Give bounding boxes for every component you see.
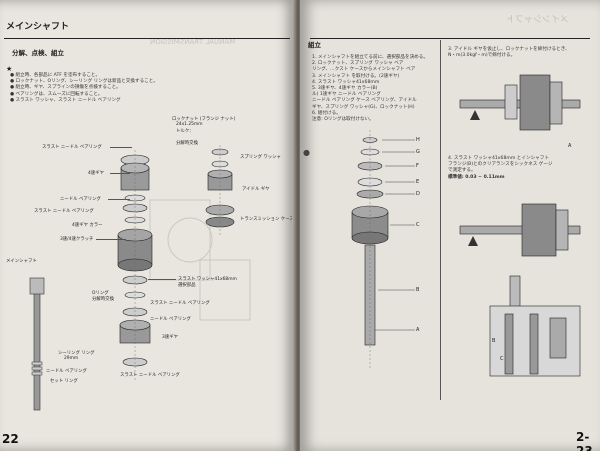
section-heading: 組立 (308, 41, 321, 49)
callout: スラスト ニードル ベアリング (42, 145, 102, 150)
page-title: メインシャフト (6, 22, 70, 32)
step: 4. スラスト ワッシャ41x68mm (312, 79, 380, 85)
callout: 分解時交換 (92, 297, 114, 302)
note-icon: ● (303, 148, 310, 157)
callout: スプリング ワッシャ (240, 155, 281, 160)
callout: スラスト ワッシャ41x68mm (178, 277, 237, 282)
callout: スラスト ニードル ベアリング (34, 209, 94, 214)
diagram-label: F (416, 163, 419, 169)
callout: ニードル ベアリング (60, 197, 101, 202)
callout: メインシャフト (6, 259, 37, 264)
callout: Oリング (92, 291, 109, 296)
callout: 4速ギヤ (88, 171, 104, 176)
left-page: MANUAL TRANSMISSION メインシャフト 分解、点検、組立 ★ ●… (0, 0, 317, 451)
callout: ニードル ベアリング (46, 369, 87, 374)
note: ● ロックナット、Oリング、シーリング リングは新品と交換すること。 (10, 79, 158, 85)
right-column-steps-bottom: 4. スラスト ワッシャ41x68mm とインシャフト フランジ(B)とのクリア… (448, 156, 596, 181)
callout: シーリング リング (58, 351, 95, 356)
right-page: メインシャフト 組立 1. メインシャフトを組立てる前に、選択部品を決める。 2… (300, 0, 600, 451)
note: ● 組立時、ギヤ、スプラインの損傷を点検すること。 (10, 85, 121, 91)
diagram-label: B (416, 287, 420, 293)
step: リング、…クスト ケースからメインシャフト ベア (312, 67, 416, 73)
step: ル) 1速ギヤ ニードル ベアリング (312, 92, 381, 98)
mainshaft-exploded-diagram (29, 145, 251, 411)
diagram-label: C (500, 356, 504, 362)
bleed-through-text: MANUAL TRANSMISSION (150, 38, 236, 46)
callout: 4速ギヤ カラー (72, 223, 103, 228)
diagram-label: B (492, 338, 496, 344)
leader-line (108, 199, 130, 200)
step: N・m(3.0kgf・m)で締付ける。 (448, 53, 516, 59)
note: ● 組立時、各部品に ATF を塗布すること。 (10, 73, 101, 78)
diagram-label: A (568, 143, 572, 149)
diagram-label: D (416, 191, 420, 197)
title-rule (4, 38, 290, 39)
callout: スラスト ニードル ベアリング (120, 373, 180, 378)
page-number: 22 (2, 432, 19, 446)
step: 3. アイドル ギヤを仮止し、ロックナットを締付けるとき、 (448, 47, 570, 52)
step: 6. 組付ける。 (312, 110, 341, 116)
callout: 分解時交換 (176, 141, 198, 146)
step: 2. ロックナット、スプリング ワッシャ ベア (312, 61, 404, 67)
assembly-diagram (351, 130, 415, 370)
note: ● ベアリングは、スムーズに回転すること。 (10, 91, 103, 97)
step: で測定する。 (448, 168, 476, 174)
diagram-label: G (416, 149, 420, 155)
diagram-label: A (416, 327, 420, 333)
note: ● スラスト ワッシャ、スラスト ニードル ベアリング (10, 97, 121, 103)
diagram-label: E (416, 179, 420, 185)
leader-line (148, 279, 176, 280)
callout: 24x1.25mm (176, 122, 203, 127)
standard-value: 標準値: 0.03 ~ 0.11mm (448, 174, 505, 180)
step: ニードル ベアリング ケース ベアリング、アイドル (312, 98, 417, 104)
leader-line (96, 239, 126, 240)
step: 4. スラスト ワッシャ41x68mm とインシャフト (448, 156, 549, 161)
diagram-label: H (416, 137, 420, 143)
step: 3. メインシャフト を取付ける。(2速ギヤ) (312, 73, 400, 79)
main-shaft (33, 289, 41, 411)
callout: トランスミッション ケース ベアリング (240, 217, 318, 222)
notes-list: ● 組立時、各部品に ATF を塗布すること。 ● ロックナット、Oリング、シー… (10, 73, 170, 104)
callout: 3速/4速クラッチ (60, 237, 94, 242)
assembly-steps: 1. メインシャフトを組立てる前に、選択部品を決める。 2. ロックナット、スプ… (312, 55, 462, 123)
step: 5. 3速ギヤ、4速ギヤ カラー(B) (312, 86, 378, 92)
section-subtitle: 分解、点検、組立 (12, 49, 64, 57)
leader-line (110, 147, 132, 148)
diagram-label: C (416, 222, 420, 228)
step: 1. メインシャフトを組立てる前に、選択部品を決める。 (312, 55, 428, 60)
clearance-diagram-top (459, 74, 581, 131)
callout: アイドル ギヤ (242, 187, 270, 192)
callout: スラスト ニードル ベアリング (150, 301, 210, 306)
background-diagram (149, 199, 251, 321)
bleed-through-title: メインシャフト (506, 15, 570, 25)
page-number: 2-23 (576, 430, 593, 451)
clearance-diagram-bottom (459, 203, 581, 377)
right-column-steps-top: 3. アイドル ギヤを仮止し、ロックナットを締付けるとき、 N・m(3.0kgf… (448, 47, 596, 59)
leader-line (110, 173, 130, 174)
title-rule (310, 38, 590, 39)
callout: 3速ギヤ (162, 335, 178, 340)
callout: トルク： (176, 129, 194, 134)
step: フランジ(B)とのクリアランスをシックネス ゲージ (448, 162, 553, 168)
step: ギヤ、スプリング ワッシャ(G)、ロックナット(H) (312, 104, 415, 110)
callout: 29mm (64, 356, 79, 361)
callout: セット リング (50, 379, 78, 384)
column-divider (440, 40, 441, 400)
callout: ニードル ベアリング (150, 317, 191, 322)
callout: ロックナット (フランジ ナット) (172, 117, 236, 122)
star-icon: ★ (6, 65, 13, 73)
callout: 選択部品 (178, 283, 196, 288)
sealing-rings (31, 361, 43, 376)
step: 注意: Oリングは取付けない。 (312, 117, 374, 123)
